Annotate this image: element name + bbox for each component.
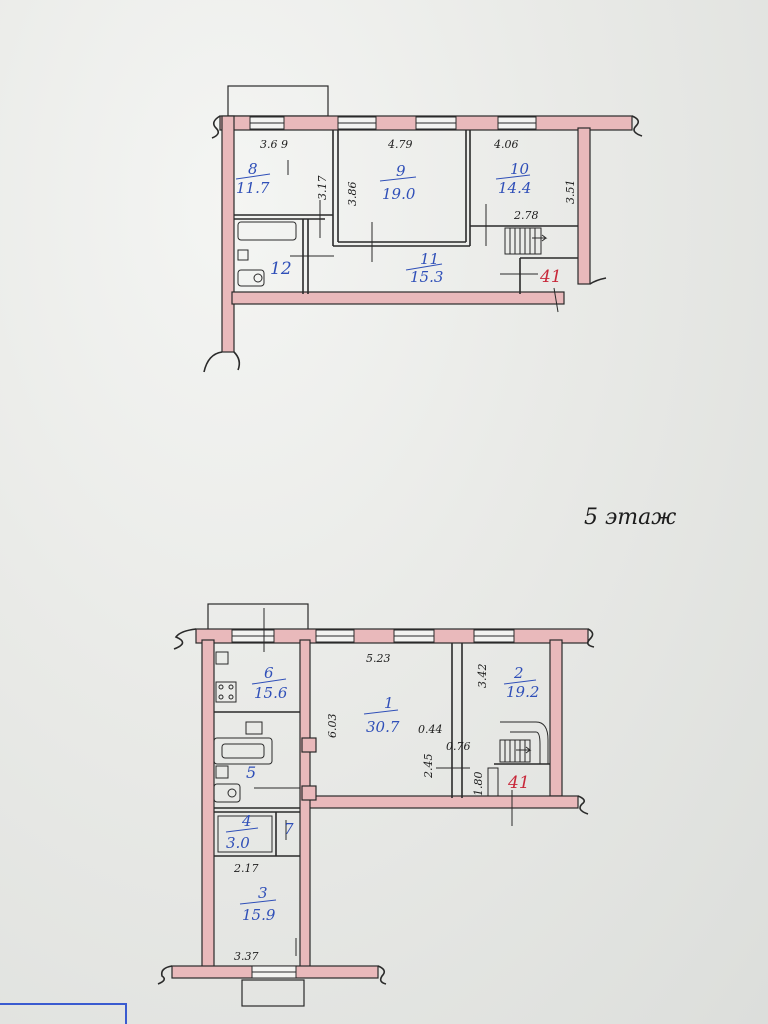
room-number: 8: [248, 160, 258, 178]
room-number: 5: [246, 763, 256, 782]
partitions-lower: [214, 643, 550, 857]
balcony-lower-bottom: [241, 979, 305, 1007]
wall-break-mark: [211, 115, 221, 139]
wall-break-mark: [631, 115, 643, 137]
dim-label: 2.17: [233, 862, 259, 875]
toilet-icon: [237, 269, 265, 287]
dim-label: 3.86: [346, 182, 359, 207]
room-number: 11: [420, 250, 439, 268]
dim-label: 0.76: [446, 740, 471, 753]
dim-label: 3.51: [564, 180, 577, 205]
stairs-upper: [504, 227, 548, 255]
room-12: 12: [270, 259, 292, 279]
wall-lower-right: [549, 639, 563, 797]
wall-upper-right: [577, 127, 591, 285]
dim-label: 3.37: [234, 950, 259, 963]
balcony-upper: [227, 85, 329, 117]
room-number: 3: [258, 884, 268, 902]
lower-plan: 5.23 0.44 0.76 2.17 3.37 6.03 3.42 2.45 …: [157, 603, 595, 1007]
dim-label: 0.44: [418, 723, 443, 736]
room-11: 11 15.3: [405, 250, 443, 286]
room-area: 19.2: [506, 683, 539, 701]
door-marks-upper: [287, 160, 538, 275]
upper-plan: 3.6 9 4.79 4.06 2.78 3.17 3.86 3.51 8 11…: [203, 85, 643, 373]
room-area: 19.0: [382, 185, 416, 203]
room-number: 1: [384, 694, 394, 712]
dimension-labels-upper: 3.6 9 4.79 4.06 2.78 3.17 3.86 3.51: [260, 138, 577, 222]
wall-upper-left: [221, 115, 235, 353]
stove-icon: [215, 681, 237, 703]
room-number: 9: [396, 162, 406, 180]
room-4: 4 3.0: [225, 812, 259, 852]
dim-label: 3.42: [476, 664, 489, 689]
room-number: 7: [284, 820, 294, 838]
wall-break-mark: [589, 277, 607, 285]
room-area: 30.7: [366, 718, 400, 736]
stairs-lower: [487, 721, 549, 797]
dim-label: 5.23: [366, 652, 391, 665]
wall-break-mark: [203, 351, 223, 373]
room-number: 10: [510, 160, 530, 178]
room-labels-upper: 8 11.7 9 19.0 10 14.4 11 15.3 12: [235, 160, 531, 286]
stair-mark: 41: [539, 267, 562, 287]
toilet-icon: [213, 783, 241, 803]
dim-label: 4.06: [493, 138, 519, 151]
room-number: 12: [270, 259, 292, 279]
wall-upper-bottom: [231, 291, 565, 305]
room-8: 8 11.7: [235, 160, 271, 197]
floor-label: 5 этаж: [584, 505, 676, 530]
room-2: 2 19.2: [503, 664, 539, 701]
wall-lower-bottom-right: [305, 795, 579, 809]
room-area: 15.9: [242, 906, 276, 924]
wall-break-mark: [173, 628, 197, 650]
room-area: 15.6: [254, 684, 288, 702]
room-7: 7: [284, 820, 294, 838]
door-marks-lower: [254, 608, 513, 956]
windows-upper: [249, 116, 537, 130]
wall-lower-left: [201, 639, 215, 975]
document-frame-edge: [0, 1003, 127, 1024]
bathtub-icon: [213, 737, 273, 765]
dim-label: 3.17: [316, 176, 329, 201]
wall-lower-mid: [299, 639, 311, 975]
room-10: 10 14.4: [495, 160, 531, 197]
room-area: 3.0: [226, 834, 250, 852]
column: [301, 737, 317, 753]
room-area: 15.3: [410, 268, 443, 286]
stair-mark: 41: [507, 773, 530, 793]
dim-label: 1.80: [472, 772, 485, 797]
room-1: 1 30.7: [363, 694, 400, 736]
room-5: 5: [246, 763, 256, 782]
dim-label: 6.03: [326, 714, 339, 739]
room-area: 11.7: [236, 179, 270, 197]
wall-break-mark: [233, 351, 241, 371]
partitions-upper: [234, 130, 578, 294]
room-number: 2: [513, 664, 524, 682]
dim-label: 3.6 9: [260, 138, 288, 151]
windows-lower: [231, 629, 515, 979]
storage-shelf: [217, 815, 273, 853]
room-number: 4: [241, 812, 252, 830]
sink-icon: [215, 765, 229, 779]
wall-break-mark: [377, 965, 387, 985]
dim-label: 4.79: [387, 138, 413, 151]
room-number: 6: [264, 664, 274, 682]
balcony-lower-top: [207, 603, 309, 631]
wall-break-mark: [586, 628, 595, 648]
dim-label: 2.78: [513, 209, 539, 222]
bathtub-icon: [237, 221, 297, 241]
room-3: 3 15.9: [239, 884, 277, 924]
wall-break-mark: [577, 795, 589, 815]
room-6: 6 15.6: [251, 664, 288, 702]
sink-icon: [237, 249, 249, 261]
dim-label: 2.45: [422, 754, 435, 780]
room-area: 14.4: [498, 179, 531, 197]
room-9: 9 19.0: [379, 162, 417, 203]
sink-icon: [215, 651, 229, 665]
dimension-labels-lower: 5.23 0.44 0.76 2.17 3.37 6.03 3.42 2.45 …: [233, 652, 489, 963]
wall-break-mark: [157, 965, 173, 985]
column: [301, 785, 317, 801]
room-labels-lower: 6 15.6 1 30.7 2 19.2 5 4 3.0: [225, 664, 539, 924]
